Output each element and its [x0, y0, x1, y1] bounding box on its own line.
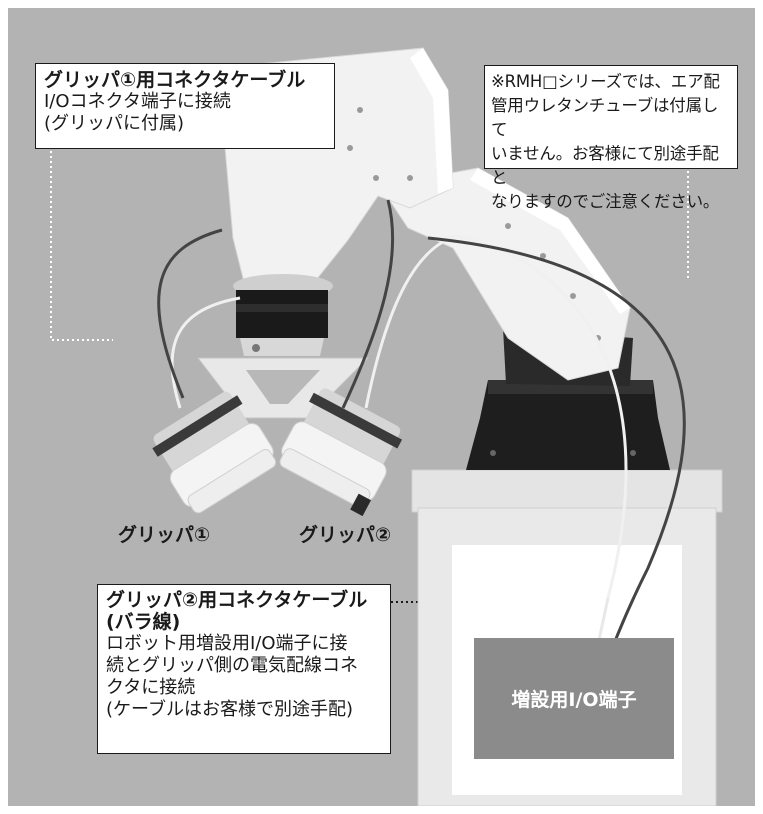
tube-note-line: 管用ウレタンチューブは付属して [491, 96, 719, 139]
gripper2-label: グリッパ② [299, 524, 392, 546]
gripper2-cable-subtitle: (バラ線) [106, 611, 181, 633]
gripper2-body [279, 388, 403, 517]
air-tube [364, 234, 457, 409]
leader-line-gripper1 [50, 141, 113, 341]
robot-wrist [236, 290, 328, 338]
tube-note-line: なりますのでご注意ください。 [491, 192, 720, 211]
gripper2-cable-title: グリッパ②用コネクタケーブル [106, 589, 368, 611]
gripper1-body [152, 391, 277, 514]
io-terminal-box: 増設用I/O端子 [474, 638, 674, 759]
tube-note-line: ※RMH□シリーズでは、エア配 [491, 72, 720, 91]
gripper2-cable-line: (ケーブルはお客様で別途手配) [106, 699, 353, 720]
air-tube [170, 296, 241, 409]
connector-cable [427, 236, 686, 673]
gripper2-cable-line: クタに接続 [106, 677, 196, 698]
gripper2-cable-line: ロボット用増設用I/O端子に接 [106, 633, 348, 654]
gripper1-cable-title: グリッパ①用コネクタケーブル [44, 69, 306, 91]
gripper2-cable-callout: グリッパ②用コネクタケーブル (バラ線) ロボット用増設用I/O端子に接 続とグ… [97, 584, 391, 754]
tube-note-callout: ※RMH□シリーズでは、エア配 管用ウレタンチューブは付属して いません。お客様… [484, 65, 738, 211]
io-terminal-label: 増設用I/O端子 [511, 689, 637, 711]
gripper1-cable-desc: I/Oコネクタ端子に接続 [44, 91, 231, 112]
connector-cable [157, 228, 223, 399]
gripper1-cable-note: (グリッパに付属) [44, 113, 185, 134]
illustration-panel: グリッパ①用コネクタケーブル I/Oコネクタ端子に接続 (グリッパに付属) ※R… [8, 8, 755, 806]
connector-cable [341, 199, 395, 409]
gripper1-cable-callout: グリッパ①用コネクタケーブル I/Oコネクタ端子に接続 (グリッパに付属) [35, 63, 335, 149]
gripper2-cable-line: 続とグリッパ側の電気配線コネ [106, 655, 358, 676]
tube-note-line: いません。お客様にて別途手配と [491, 144, 719, 187]
gripper1-label: グリッパ① [118, 524, 211, 546]
